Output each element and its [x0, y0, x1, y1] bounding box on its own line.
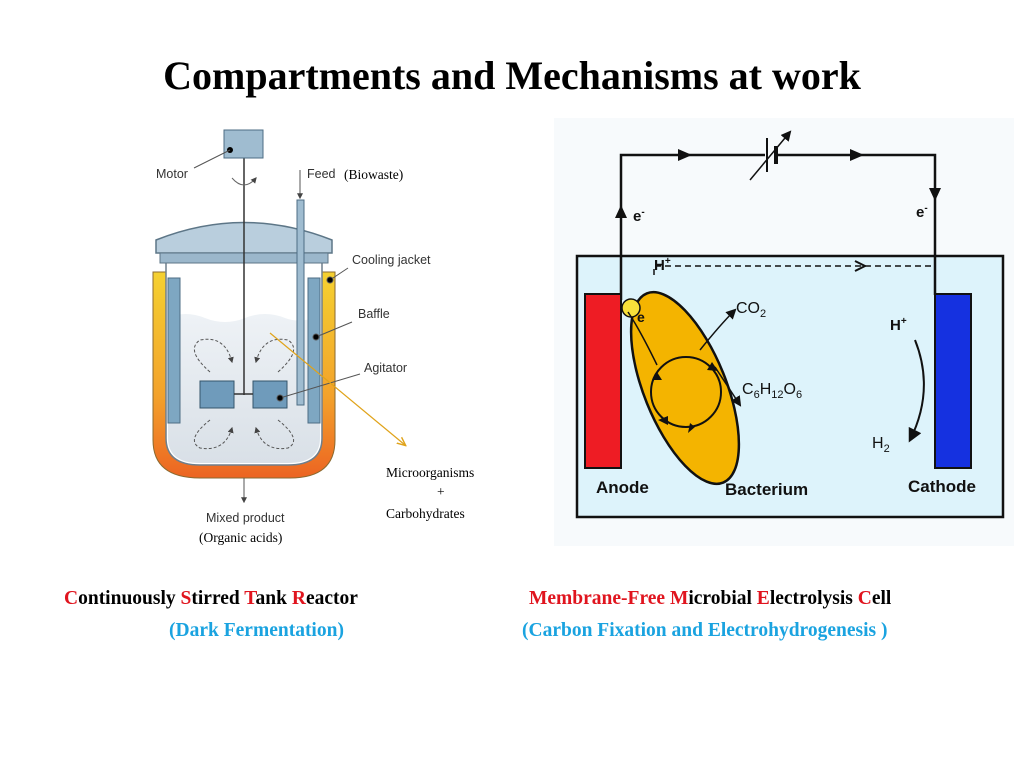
power-source-icon	[749, 130, 792, 181]
mec-subcaption: (Carbon Fixation and Electrohydrogenesis…	[522, 620, 888, 641]
mec-caption: Membrane-Free Microbial Electrolysis Cel…	[529, 588, 892, 609]
baffle-icon	[167, 277, 181, 424]
proton-label-top: H	[654, 257, 665, 274]
rotation-icon	[231, 177, 257, 186]
anode-electrode	[584, 293, 622, 469]
anode-label: Anode	[596, 478, 649, 497]
motor-label: Motor	[156, 167, 188, 181]
electron-label-left: e	[633, 208, 641, 225]
cathode-electrode	[934, 293, 972, 469]
mixed-product-label: Mixed product	[206, 511, 285, 525]
electron-label-right: e	[916, 204, 924, 221]
co2-label: CO	[736, 300, 760, 317]
svg-text:e-: e-	[633, 207, 645, 225]
feed-label: Feed	[307, 167, 336, 181]
glucose-label: C	[742, 381, 754, 398]
electron-on-bacterium: e	[637, 309, 645, 325]
svg-text:H2: H2	[872, 435, 890, 455]
plus-label: +	[437, 484, 445, 499]
svg-text:e-: e-	[916, 203, 928, 221]
agitator-icon	[199, 380, 288, 409]
bacterium-icon	[621, 290, 742, 486]
svg-text:H+: H+	[890, 316, 907, 334]
baffle-label: Baffle	[358, 307, 390, 321]
page-title: Compartments and Mechanisms at work	[163, 53, 861, 98]
cstr-subcaption: (Dark Fermentation)	[169, 620, 344, 641]
cooling-jacket-label: Cooling jacket	[352, 253, 431, 267]
carbohydrates-label: Carbohydrates	[386, 506, 465, 521]
svg-text:C6H12O6: C6H12O6	[742, 381, 802, 401]
mixed-product-note: (Organic acids)	[199, 530, 282, 545]
h2-label: H	[872, 435, 884, 452]
microorganisms-label: Microorganisms	[386, 465, 474, 480]
cstr-caption: Continuously Stirred Tank Reactor	[64, 588, 358, 609]
bacterium-label: Bacterium	[725, 480, 808, 499]
svg-text:CO2: CO2	[736, 300, 766, 320]
feed-note: (Biowaste)	[344, 167, 403, 182]
cathode-label: Cathode	[908, 477, 976, 496]
svg-text:H+: H+	[654, 256, 671, 274]
agitator-label: Agitator	[364, 361, 407, 375]
proton-label-right: H	[890, 317, 901, 334]
